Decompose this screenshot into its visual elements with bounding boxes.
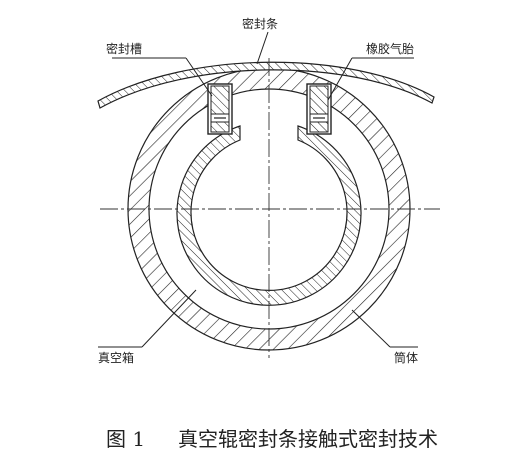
figure-title: 真空辊密封条接触式密封技术: [178, 427, 438, 451]
label-seal-groove: 密封槽: [106, 41, 142, 56]
seal-groove-right: [306, 83, 332, 135]
label-seal-strip: 密封条: [242, 16, 278, 31]
vacuum-box-wall: [176, 125, 362, 306]
leader-cylinder-body: [351, 309, 391, 348]
label-rubber-tire: 橡胶气胎: [366, 41, 414, 56]
figure-number: 图 1: [106, 427, 145, 451]
leader-seal-strip: [256, 31, 269, 65]
rubber-tire-strip: [97, 61, 435, 109]
leader-seal-groove-2: [185, 57, 213, 97]
leader-vacuum-box: [141, 289, 197, 348]
leader-rubber-tire-2: [327, 57, 353, 101]
label-vacuum-box: 真空箱: [98, 350, 134, 365]
label-cylinder-body: 筒体: [394, 350, 418, 365]
seal-groove-left: [207, 83, 233, 135]
